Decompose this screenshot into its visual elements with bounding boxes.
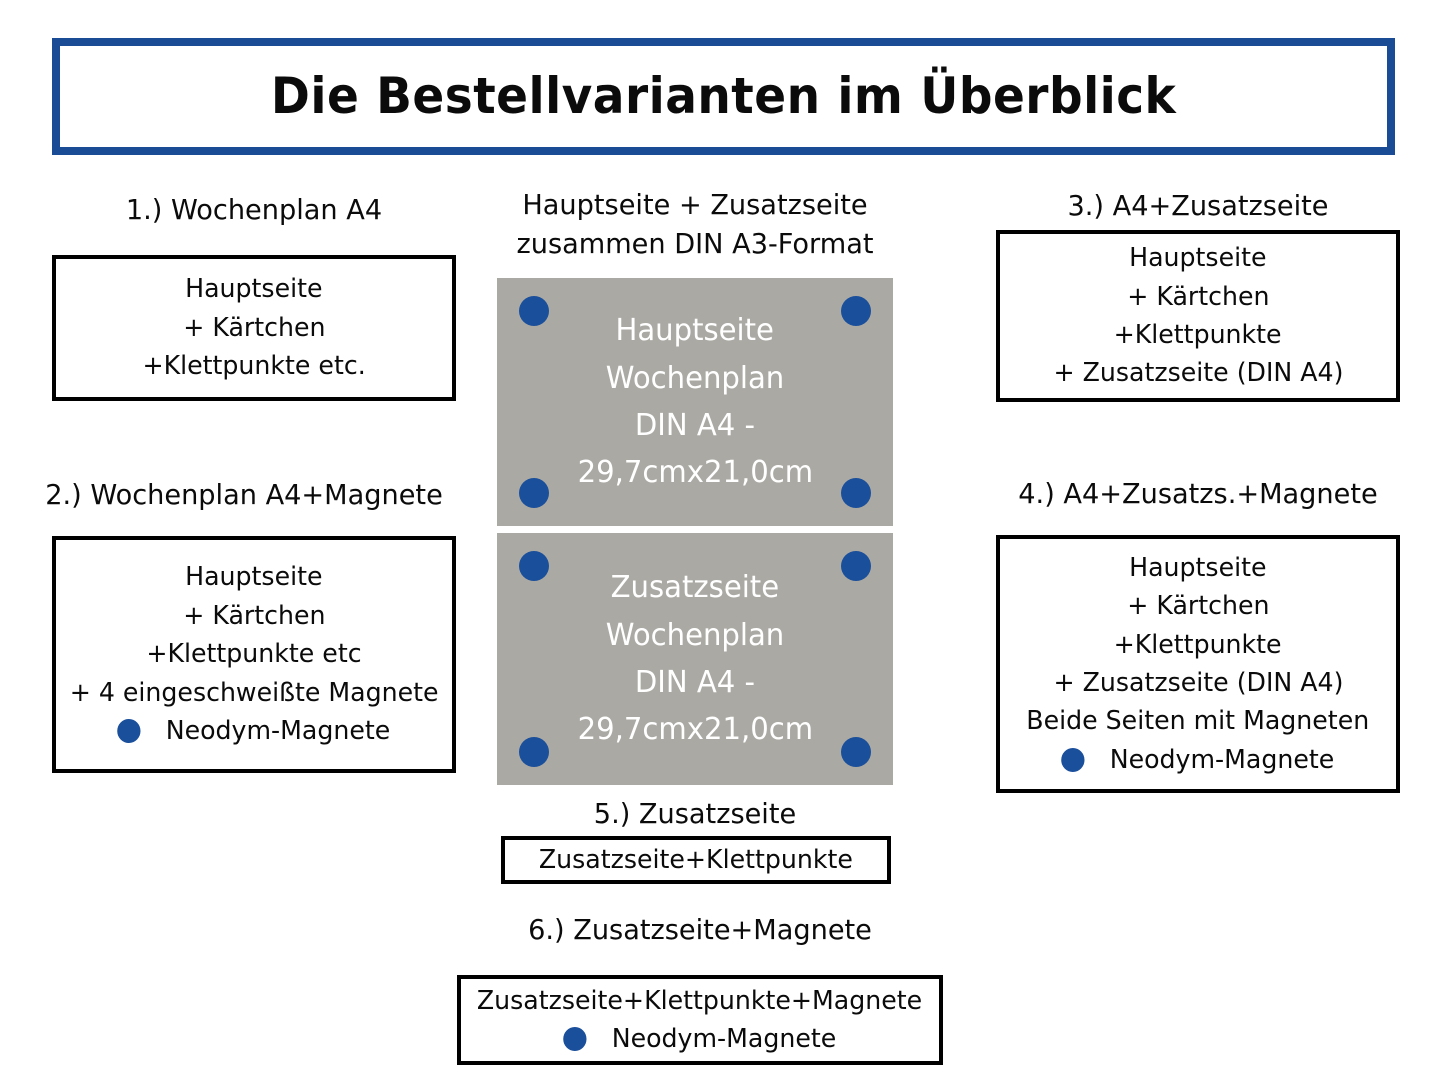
panel-main-line-4: 29,7cmx21,0cm (577, 455, 813, 491)
variant-4-box: Hauptseite + Kärtchen +Klettpunkte + Zus… (996, 535, 1400, 793)
magnet-dot-icon (117, 719, 141, 744)
variant-4-magnet-label: Neodym-Magnete (1109, 744, 1335, 775)
variant-3-line-3: +Klettpunkte (1114, 320, 1282, 350)
magnet-dot-icon-bottom-right (841, 737, 871, 767)
magnet-dot-icon (1061, 748, 1085, 773)
magnet-dot-icon-top-right (841, 551, 871, 581)
panel-extra-line-2: Wochenplan (605, 617, 785, 653)
variant-6-magnet-legend: Neodym-Magnete (563, 1020, 837, 1058)
variant-3-line-1: Hauptseite (1129, 243, 1267, 274)
variant-2-line-3: +Klettpunkte etc (146, 639, 362, 670)
center-format-heading: Hauptseite + Zusatzseite zusammen DIN A3… (462, 186, 928, 263)
variant-2-box: Hauptseite + Kärtchen +Klettpunkte etc +… (52, 536, 456, 773)
a4-panel-hauptseite: Hauptseite Wochenplan DIN A4 - 29,7cmx21… (497, 278, 893, 526)
variant-2-line-4: + 4 eingeschweißte Magnete (69, 677, 439, 708)
page-title: Die Bestellvarianten im Überblick (270, 67, 1177, 126)
a4-panel-zusatzseite: Zusatzseite Wochenplan DIN A4 - 29,7cmx2… (497, 533, 893, 785)
variant-6-line-1: Zusatzseite+Klettpunkte+Magnete (477, 985, 923, 1016)
panel-main-line-3: DIN A4 - (634, 408, 756, 443)
panel-extra-line-4: 29,7cmx21,0cm (577, 712, 813, 748)
variant-4-line-1: Hauptseite (1129, 552, 1267, 583)
panel-main-line-2: Wochenplan (605, 360, 785, 396)
variant-3-line-2: + Kärtchen (1126, 281, 1270, 312)
panel-extra-line-1: Zusatzseite (610, 570, 780, 606)
variant-2-heading: 2.) Wochenplan A4+Magnete (45, 478, 443, 511)
variant-6-heading: 6.) Zusatzseite+Magnete (528, 913, 872, 946)
variant-1-line-3: +Klettpunkte etc. (142, 351, 366, 382)
magnet-dot-icon-top-left (519, 296, 549, 326)
magnet-dot-icon (563, 1027, 587, 1052)
magnet-dot-icon-bottom-left (519, 737, 549, 767)
variant-6-magnet-label: Neodym-Magnete (611, 1024, 837, 1054)
variant-1-heading: 1.) Wochenplan A4 (125, 193, 383, 226)
variant-3-line-4: + Zusatzseite (DIN A4) (1053, 358, 1343, 389)
variant-4-magnet-legend: Neodym-Magnete (1061, 741, 1335, 779)
magnet-dot-icon-bottom-right (841, 478, 871, 508)
panel-main-line-1: Hauptseite (615, 313, 775, 349)
variant-3-box: Hauptseite + Kärtchen +Klettpunkte + Zus… (996, 230, 1400, 402)
variant-3-heading: 3.) A4+Zusatzseite (1067, 189, 1329, 222)
variant-2-line-2: + Kärtchen (182, 600, 326, 631)
center-heading-line-1: Hauptseite + Zusatzseite (522, 188, 868, 221)
variant-4-line-2: + Kärtchen (1126, 591, 1270, 622)
variant-1-line-1: Hauptseite (185, 274, 323, 305)
center-heading-line-2: zusammen DIN A3-Format (516, 226, 874, 260)
title-frame: Die Bestellvarianten im Überblick (52, 38, 1395, 155)
variant-4-heading: 4.) A4+Zusatzs.+Magnete (1018, 477, 1378, 510)
magnet-dot-icon-bottom-left (519, 478, 549, 508)
variant-5-heading: 5.) Zusatzseite (593, 797, 797, 830)
magnet-dot-icon-top-right (841, 296, 871, 326)
variant-2-line-1: Hauptseite (185, 562, 323, 593)
variant-4-line-4: + Zusatzseite (DIN A4) (1053, 668, 1343, 698)
variant-5-line-1: Zusatzseite+Klettpunkte (538, 844, 854, 875)
variant-1-line-2: + Kärtchen (182, 312, 326, 343)
variant-1-box: Hauptseite + Kärtchen +Klettpunkte etc. (52, 255, 456, 401)
variant-2-magnet-label: Neodym-Magnete (165, 716, 391, 747)
variant-5-box: Zusatzseite+Klettpunkte (501, 836, 891, 884)
magnet-dot-icon-top-left (519, 551, 549, 581)
variant-6-box: Zusatzseite+Klettpunkte+Magnete Neodym-M… (457, 975, 943, 1065)
variant-4-line-3: +Klettpunkte (1114, 629, 1282, 660)
variant-2-magnet-legend: Neodym-Magnete (117, 712, 391, 750)
variant-4-line-5: Beide Seiten mit Magneten (1026, 706, 1370, 737)
panel-extra-line-3: DIN A4 - (634, 665, 756, 700)
